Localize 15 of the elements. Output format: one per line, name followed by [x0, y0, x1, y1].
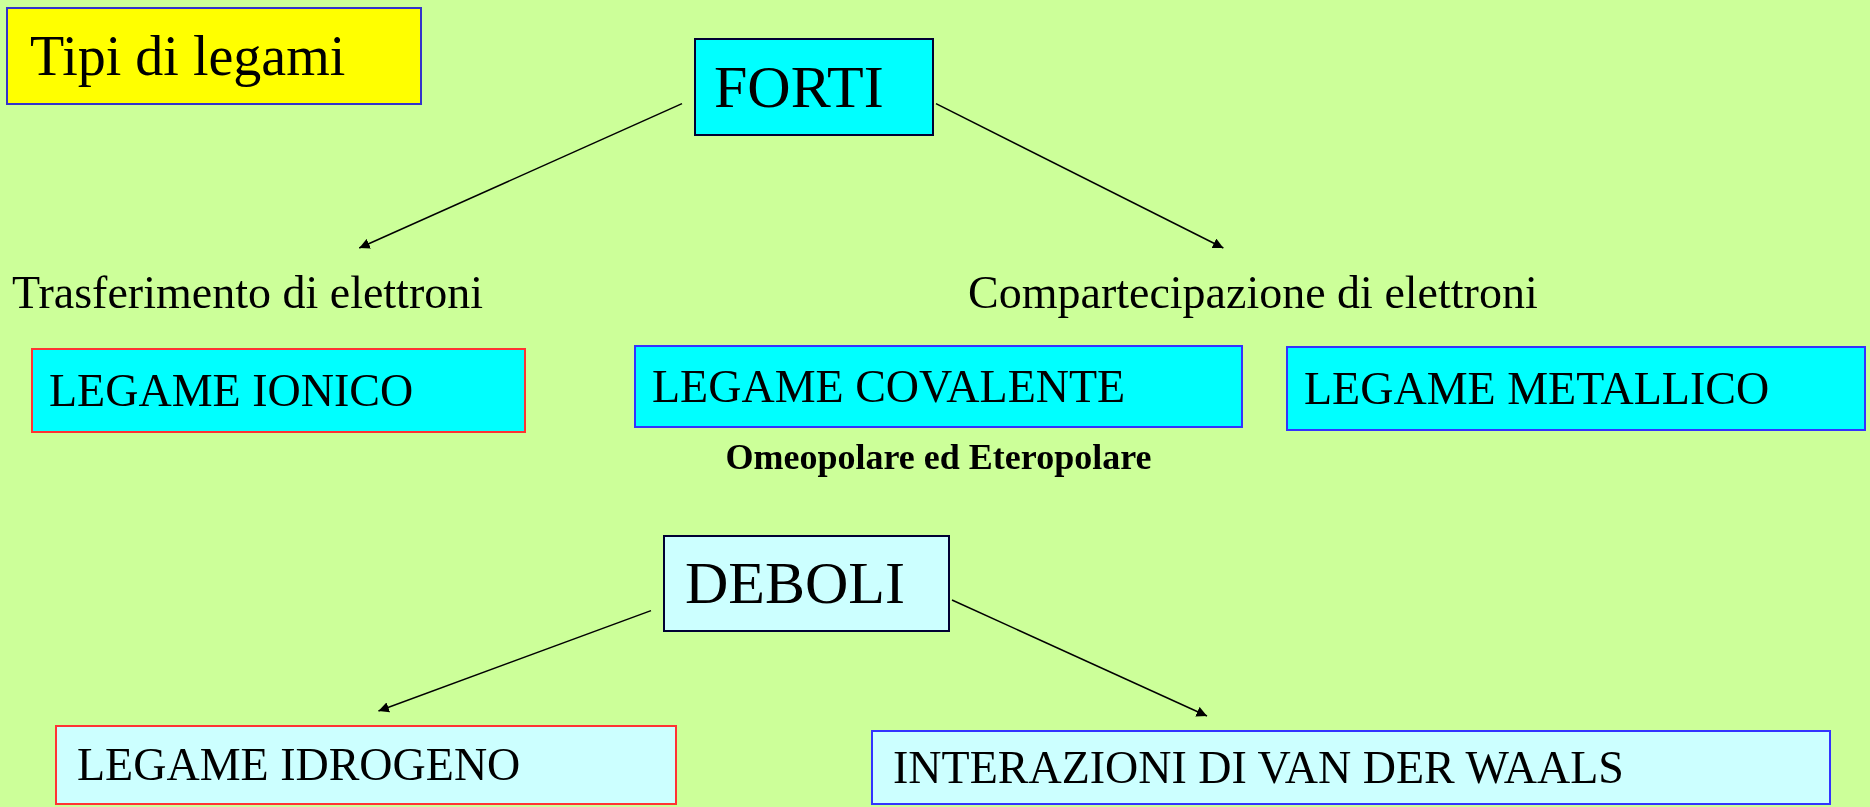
- category-box: INTERAZIONI DI VAN DER WAALS: [871, 730, 1831, 805]
- category-box: LEGAME IONICO: [31, 348, 526, 433]
- description-text: Compartecipazione di elettroni: [968, 262, 1640, 324]
- category-box: LEGAME IDROGENO: [55, 725, 677, 805]
- category-box: LEGAME COVALENTE: [634, 345, 1243, 428]
- category-box: FORTI: [694, 38, 934, 136]
- arrow: [935, 102, 1225, 249]
- subtype-note: Omeopolare ed Eteropolare: [724, 436, 1153, 478]
- arrow: [358, 102, 683, 249]
- title-box: Tipi di legami: [6, 7, 422, 105]
- category-box: DEBOLI: [663, 535, 950, 632]
- arrow: [951, 599, 1208, 717]
- description-text: Trasferimento di elettroni: [12, 262, 572, 324]
- category-box: LEGAME METALLICO: [1286, 346, 1866, 431]
- arrow: [377, 609, 652, 713]
